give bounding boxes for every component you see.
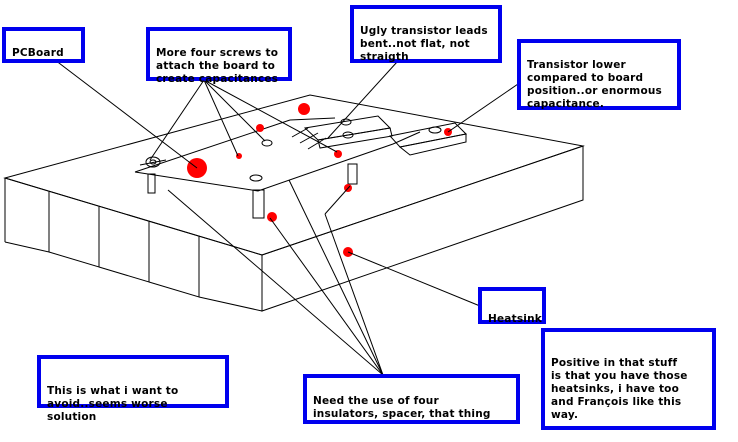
callout-pcboard: PCBoard — [2, 27, 85, 63]
callout-positive-text: Positive in that stuff is that you have … — [551, 357, 688, 421]
pc-board — [134, 117, 421, 192]
callout-pcboard-text: PCBoard — [12, 47, 64, 59]
heatsink-fins — [4, 178, 263, 312]
callout-heatsink: Heatsink — [478, 287, 546, 325]
callout-insulators: Need the use of four insulators, spacer,… — [303, 374, 520, 424]
transistor-right — [389, 122, 468, 156]
callout-transistor-lower: Transistor lower compared to board posit… — [517, 39, 681, 110]
pointer-lines — [54, 59, 519, 376]
callout-transistor-lower-text: Transistor lower compared to board posit… — [527, 59, 662, 110]
heatsink-left-edge — [4, 177, 263, 256]
callout-heatsink-text: Heatsink — [488, 313, 542, 325]
spacers — [147, 163, 358, 219]
callout-transistor-leads-text: Ugly transistor leads bent..not flat, no… — [360, 25, 488, 63]
callout-screws-text: More four screws to attach the board to … — [156, 47, 279, 85]
callout-positive: Positive in that stuff is that you have … — [541, 328, 716, 430]
callout-avoid-text: This is what i want to avoid..seems wors… — [47, 385, 179, 423]
heatsink-body — [3, 94, 585, 312]
screw-holes — [139, 139, 273, 182]
callout-avoid: This is what i want to avoid..seems wors… — [37, 355, 229, 423]
callout-screws: More four screws to attach the board to … — [146, 27, 292, 85]
callout-insulators-text: Need the use of four insulators, spacer,… — [313, 395, 491, 420]
callout-transistor-leads: Ugly transistor leads bent..not flat, no… — [350, 5, 502, 63]
